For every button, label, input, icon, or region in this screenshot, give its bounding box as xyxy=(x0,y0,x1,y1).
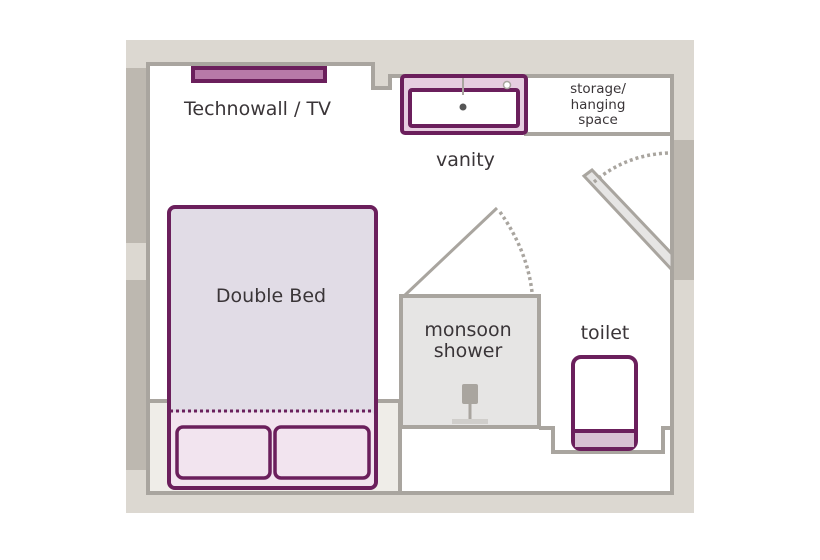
bed-label: Double Bed xyxy=(216,285,326,307)
pillow xyxy=(175,425,272,480)
toilet-label: toilet xyxy=(581,322,630,344)
entrance-door-swing xyxy=(592,151,669,184)
toilet-cistern xyxy=(575,433,634,447)
left-wall-panel-upper xyxy=(126,68,148,243)
shower-screen xyxy=(402,206,499,298)
right-wall-panel xyxy=(672,140,694,280)
vanity-label: vanity xyxy=(436,149,495,171)
tap-handle-icon xyxy=(502,80,512,90)
shower-door-swing xyxy=(498,210,534,293)
technowall-tv xyxy=(191,66,327,83)
toilet xyxy=(571,355,638,451)
drain-icon xyxy=(459,103,467,111)
toilet-alcove-wall xyxy=(539,426,672,454)
entrance-door xyxy=(581,168,674,274)
left-wall-panel-lower xyxy=(126,280,148,470)
pillow xyxy=(273,425,371,480)
shower-head-icon xyxy=(462,384,478,404)
shower-base xyxy=(452,419,488,424)
shower-label: monsoon xyxy=(424,319,511,341)
storage-label: space xyxy=(578,112,618,128)
storage-label: hanging xyxy=(571,97,626,113)
shower-label: shower xyxy=(434,340,503,362)
storage-label: storage/ xyxy=(570,81,626,97)
tv-label: Technowall / TV xyxy=(183,98,331,120)
